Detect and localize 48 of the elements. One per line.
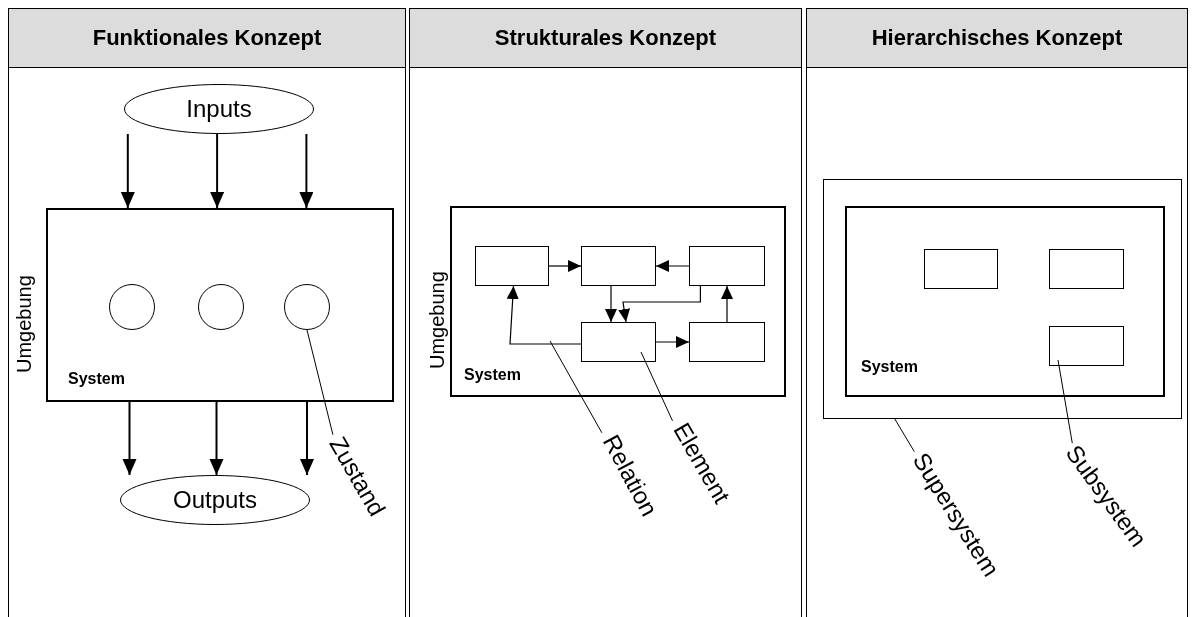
state-circle — [198, 284, 244, 330]
element-box — [1049, 326, 1124, 366]
element-box — [1049, 249, 1124, 289]
concept-panel — [8, 8, 406, 617]
element-box — [689, 322, 765, 362]
arrow — [548, 260, 582, 272]
element-box — [581, 246, 656, 286]
element-box — [924, 249, 998, 289]
concept-panel — [409, 8, 802, 617]
leader-line — [306, 329, 334, 436]
system-label: System — [68, 370, 125, 388]
system-box — [450, 206, 786, 397]
leader-line — [640, 351, 673, 422]
state-circle — [109, 284, 155, 330]
arrow — [655, 336, 690, 348]
environment-label: Umgebung — [427, 271, 447, 369]
arrow — [605, 285, 617, 323]
element-box — [823, 179, 1182, 419]
element-box — [475, 246, 549, 286]
state-circle — [284, 284, 330, 330]
arrow — [299, 133, 314, 209]
arrow — [300, 401, 314, 476]
leader-line — [1057, 359, 1073, 444]
system-box — [46, 208, 394, 402]
arrow — [210, 133, 225, 209]
arrow — [122, 401, 137, 476]
element-box — [581, 322, 656, 362]
panel-header: Hierarchisches Konzept — [807, 9, 1187, 68]
ellipse-node — [124, 84, 314, 134]
arrow — [506, 285, 582, 345]
node-label: Outputs — [172, 486, 257, 514]
element-box — [689, 246, 765, 286]
panel-header: Strukturales Konzept — [410, 9, 801, 68]
leader-line — [894, 418, 915, 453]
node-label: Inputs — [186, 95, 252, 123]
environment-label: Umgebung — [14, 275, 34, 373]
leader-line — [549, 340, 603, 434]
arrow — [120, 133, 135, 209]
arrow — [721, 285, 733, 323]
system-box — [845, 206, 1165, 397]
ellipse-node — [120, 475, 310, 525]
arrow — [209, 401, 224, 476]
panel-header: Funktionales Konzept — [9, 9, 405, 68]
system-label: System — [464, 366, 521, 384]
arrow — [655, 260, 690, 272]
arrow — [618, 285, 701, 323]
concept-panel — [806, 8, 1188, 617]
system-label: System — [861, 358, 918, 376]
